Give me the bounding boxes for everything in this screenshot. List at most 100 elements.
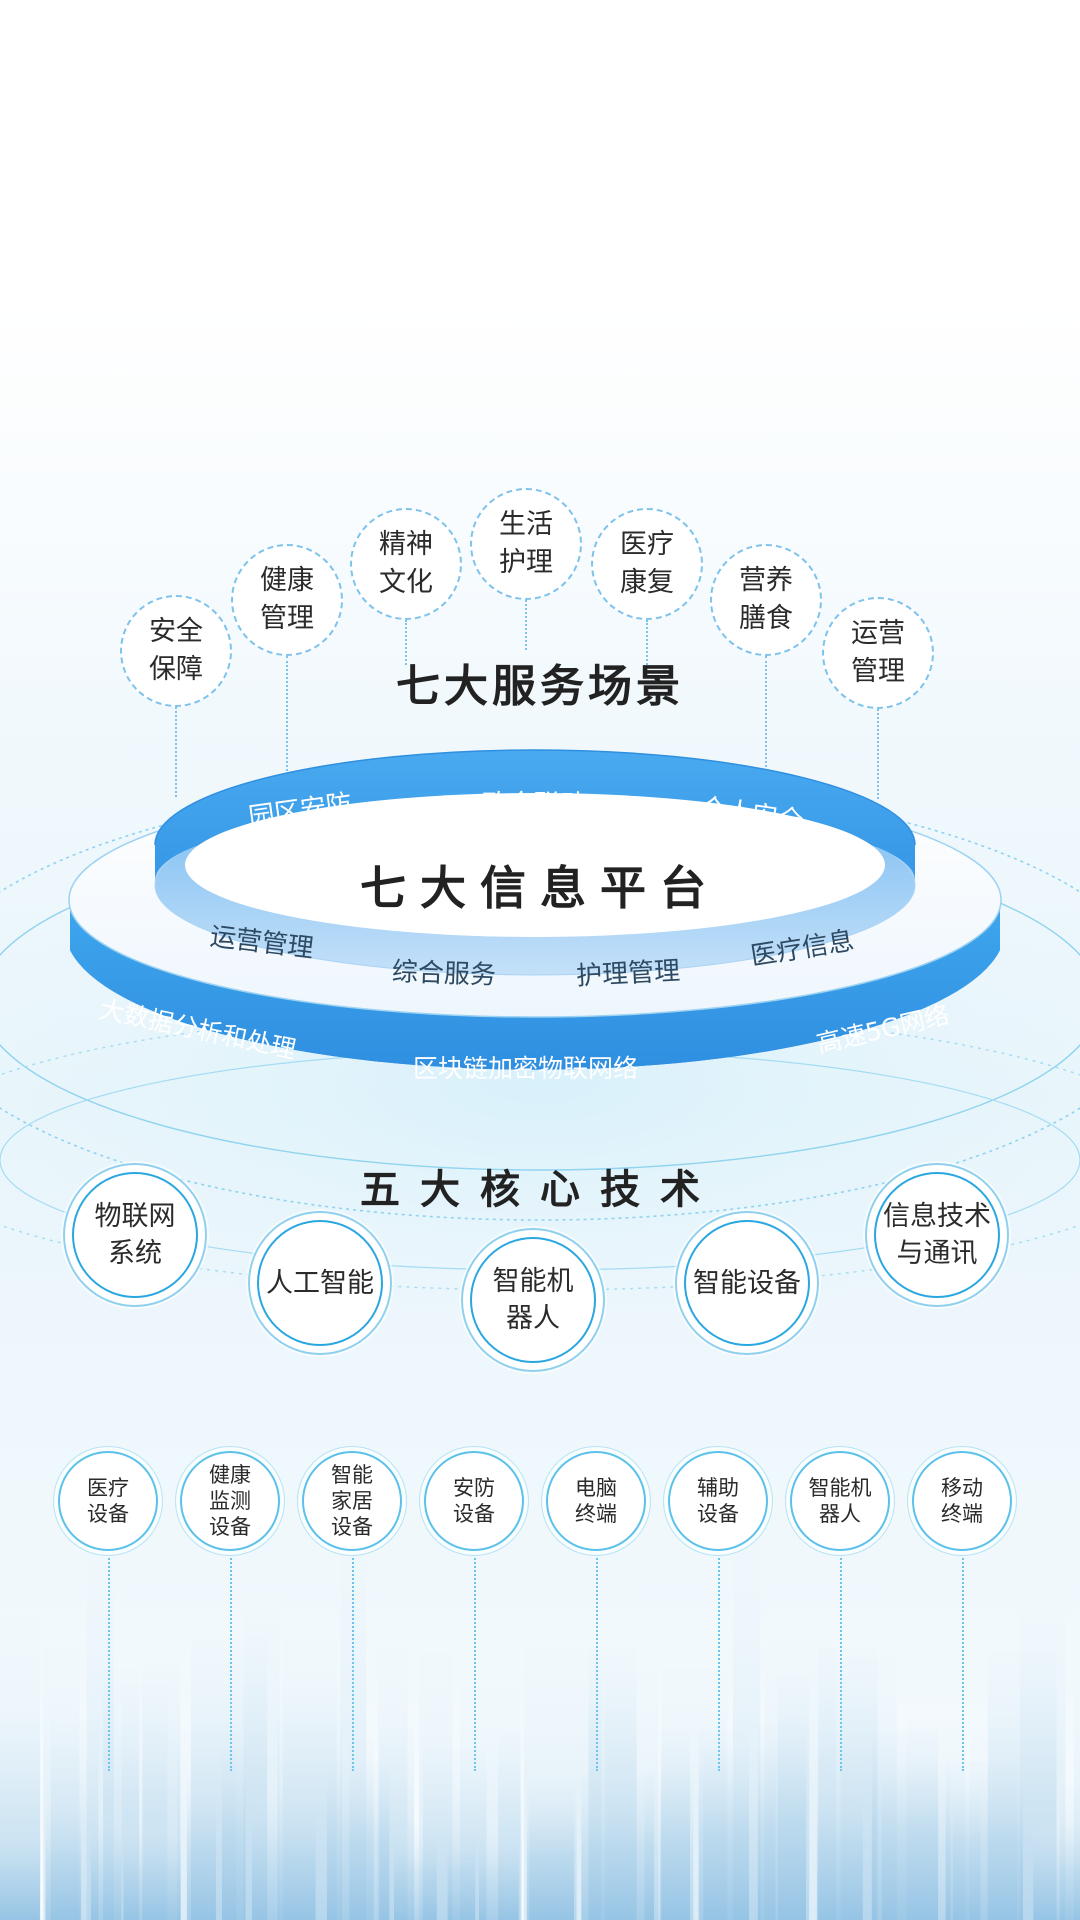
device-item: 辅助设备 (668, 1451, 772, 1811)
device-item: 医疗设备 (58, 1451, 162, 1811)
connector-line (765, 656, 767, 771)
connector-line (474, 1551, 476, 1771)
device-bubble: 移动终端 (912, 1451, 1012, 1551)
service-scene-label: 营养膳食 (739, 565, 793, 634)
device-item: 移动终端 (912, 1451, 1016, 1811)
city-building (252, 1796, 316, 1920)
info-platform-rings (68, 749, 1002, 1070)
device-bubble: 电脑终端 (546, 1451, 646, 1551)
tech-circle: 信息技术与通讯 (874, 1172, 1000, 1298)
service-scenes-title: 七大服务场景 (396, 661, 684, 712)
device-bubble: 健康监测设备 (180, 1451, 280, 1551)
connector-line (646, 620, 648, 665)
device-bubble: 辅助设备 (668, 1451, 768, 1551)
service-scene-bubble: 营养膳食 (710, 544, 822, 656)
tech-label: 物联网系统 (94, 1201, 176, 1269)
city-building (660, 1732, 690, 1920)
service-scene-item: 生活护理 (468, 488, 588, 788)
outer-ring-label: 区块链加密物联网络 (413, 1054, 639, 1083)
service-scene-item: 运营管理 (820, 597, 940, 897)
connector-line (175, 707, 177, 797)
service-scene-item: 健康管理 (229, 544, 349, 844)
device-bubble: 医疗设备 (58, 1451, 158, 1551)
tech-label: 智能机器人 (492, 1266, 574, 1334)
device-item: 智能机器人 (790, 1451, 894, 1811)
city-building (479, 1831, 519, 1920)
connector-line (108, 1551, 110, 1771)
service-scene-bubble: 健康管理 (231, 544, 343, 656)
service-scene-label: 精神文化 (379, 529, 433, 598)
service-scene-item: 安全保障 (118, 595, 238, 895)
info-platform-title: 七大信息平台 (360, 861, 720, 915)
connector-line (525, 600, 527, 650)
tech-circle: 智能机器人 (470, 1237, 596, 1363)
device-label: 安防设备 (453, 1476, 495, 1526)
tech-circle: 人工智能 (257, 1220, 383, 1346)
city-building (45, 1800, 82, 1920)
device-label: 移动终端 (941, 1476, 983, 1526)
tech-label: 智能设备 (693, 1267, 801, 1299)
city-building (757, 1724, 806, 1920)
city-building (447, 1826, 476, 1920)
city-building (698, 1731, 749, 1920)
connector-line (352, 1551, 354, 1771)
device-item: 电脑终端 (546, 1451, 650, 1811)
city-building (816, 1777, 863, 1920)
inner-ring-label: 护理管理 (575, 956, 681, 992)
service-scene-label: 安全保障 (149, 616, 203, 685)
connector-line (877, 709, 879, 799)
device-item: 智能家居设备 (302, 1451, 406, 1811)
connector-line (596, 1551, 598, 1771)
service-scene-bubble: 精神文化 (350, 508, 462, 620)
service-scene-label: 运营管理 (851, 618, 905, 687)
service-scene-item: 医疗康复 (589, 508, 709, 808)
city-building (222, 1748, 246, 1920)
city-building (526, 1791, 574, 1920)
connector-line (230, 1551, 232, 1771)
device-label: 智能家居设备 (331, 1463, 373, 1539)
city-building (1033, 1825, 1080, 1920)
connector-line (840, 1551, 842, 1771)
service-scene-label: 医疗康复 (620, 529, 674, 598)
device-label: 医疗设备 (87, 1476, 129, 1526)
inner-ring-label: 综合服务 (391, 957, 497, 991)
connector-line (718, 1551, 720, 1771)
service-scene-bubble: 安全保障 (120, 595, 232, 707)
connector-line (405, 620, 407, 665)
city-building (945, 1762, 1023, 1920)
connector-line (286, 656, 288, 771)
service-scene-bubble: 运营管理 (822, 597, 934, 709)
top-ring-label: 政企联动 (482, 790, 587, 820)
device-bubble: 智能家居设备 (302, 1451, 402, 1551)
city-building (91, 1815, 122, 1920)
city-building (0, 1827, 40, 1920)
device-label: 电脑终端 (575, 1476, 617, 1526)
service-scene-label: 健康管理 (260, 565, 314, 634)
city-building (326, 1761, 390, 1920)
device-bubble: 安防设备 (424, 1451, 524, 1551)
core-tech-title: 五大核心技术 (360, 1167, 720, 1213)
service-scene-item: 营养膳食 (708, 544, 828, 844)
device-label: 健康监测设备 (209, 1463, 251, 1539)
device-label: 辅助设备 (697, 1476, 739, 1526)
device-bubble: 智能机器人 (790, 1451, 890, 1551)
service-scene-item: 精神文化 (348, 508, 468, 808)
device-item: 安防设备 (424, 1451, 528, 1811)
tech-label: 信息技术与通讯 (883, 1201, 991, 1269)
city-building (123, 1824, 181, 1920)
city-building (581, 1774, 655, 1920)
city-building (871, 1730, 939, 1920)
city-skyline-illustration (0, 1534, 1080, 1920)
device-item: 健康监测设备 (180, 1451, 284, 1811)
service-scene-bubble: 医疗康复 (591, 508, 703, 620)
connector-line (962, 1551, 964, 1771)
device-label: 智能机器人 (808, 1476, 872, 1526)
tech-circle: 物联网系统 (72, 1172, 198, 1298)
tech-circle: 智能设备 (684, 1220, 810, 1346)
city-building (394, 1825, 437, 1920)
service-scene-label: 生活护理 (499, 509, 553, 578)
city-building (186, 1780, 216, 1920)
service-scene-bubble: 生活护理 (470, 488, 582, 600)
tech-label: 人工智能 (266, 1267, 374, 1299)
